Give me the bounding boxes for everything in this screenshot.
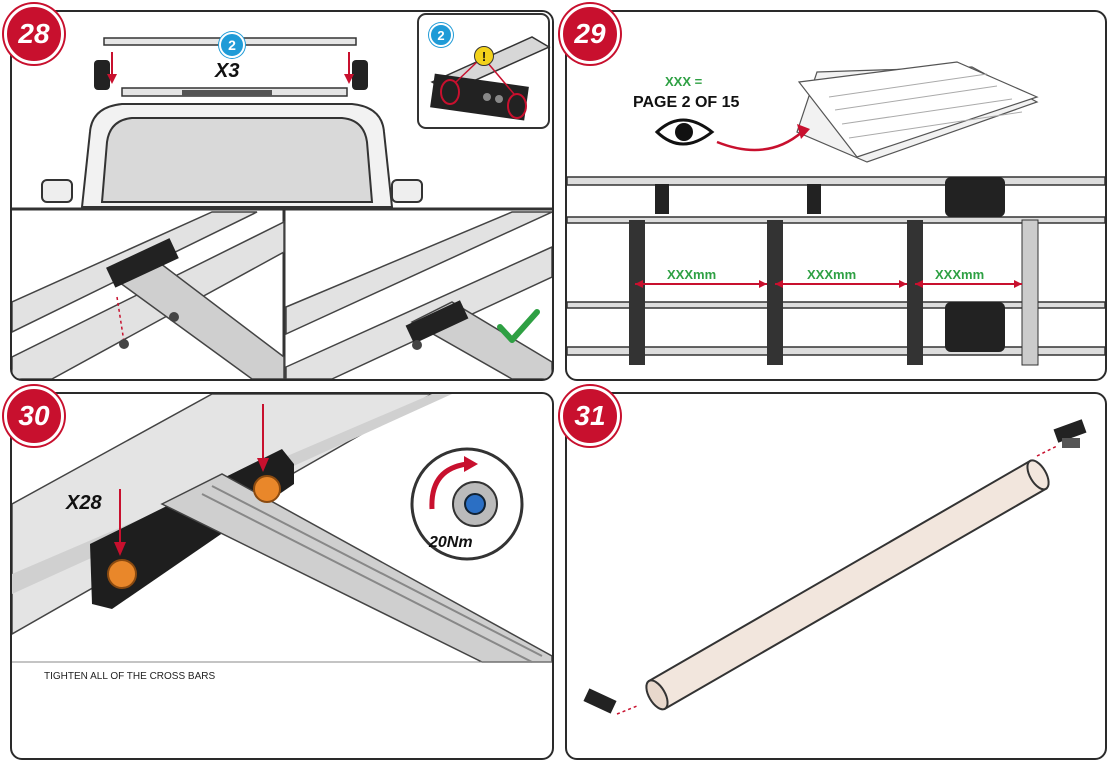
step-28-panel: 2 X3 2 ! xyxy=(10,10,554,381)
inset-callout-badge: 2 xyxy=(429,23,453,47)
spacing-label-1: XXXmm xyxy=(667,267,717,282)
spacing-label-3: XXXmm xyxy=(935,267,985,282)
step-caption: TIGHTEN ALL OF THE CROSS BARS xyxy=(44,671,216,682)
reference-label: XXX = xyxy=(665,74,703,89)
step-30-badge: 30 xyxy=(4,386,64,446)
step-28-illustration xyxy=(12,12,552,379)
callout-badge: 2 xyxy=(219,32,245,58)
warning-icon: ! xyxy=(474,46,494,66)
step-29-illustration xyxy=(567,61,1105,366)
check-icon xyxy=(497,309,540,343)
step-29-badge: 29 xyxy=(560,4,620,64)
step-28-badge: 28 xyxy=(4,4,64,64)
torque-label: 20Nm xyxy=(429,534,473,551)
quantity-label: X28 xyxy=(66,492,102,514)
step-30-illustration xyxy=(12,394,552,663)
step-30-panel: X28 20Nm TIGHTEN ALL OF THE CROSS BARS xyxy=(10,392,554,760)
step-31-illustration xyxy=(583,419,1087,715)
eye-icon xyxy=(654,118,715,146)
spacing-label-2: XXXmm xyxy=(807,267,857,282)
quantity-label: X3 xyxy=(215,60,240,82)
reference-page: PAGE 2 OF 15 xyxy=(633,94,740,111)
instruction-sheet-icon xyxy=(796,61,1039,163)
step-29-panel: XXX = PAGE 2 OF 15 XXXmm XXXmm XXXmm xyxy=(565,10,1107,381)
step-31-badge: 31 xyxy=(560,386,620,446)
nut-icon xyxy=(107,559,137,589)
step-31-panel xyxy=(565,392,1107,760)
